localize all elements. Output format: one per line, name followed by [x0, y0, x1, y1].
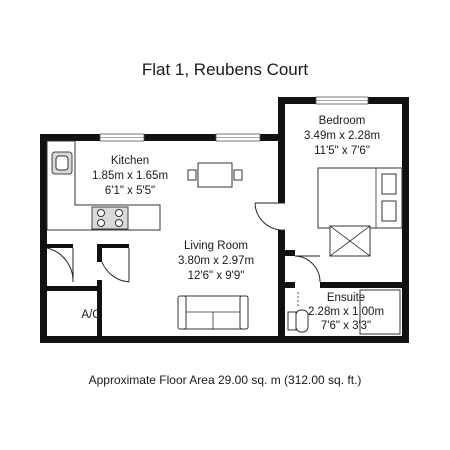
bed-icon	[317, 167, 403, 229]
table	[197, 162, 233, 188]
kitchen-fixtures	[46, 140, 161, 231]
kitchen-counter	[46, 140, 161, 231]
ensuite-imperial: 7'6" x 3'3"	[321, 320, 371, 332]
wall-ensuite-stub	[285, 250, 295, 256]
living-metric: 3.80m x 2.97m	[178, 255, 254, 267]
bedroom-imperial: 11'5" x 7'6"	[314, 145, 370, 157]
windows	[99, 96, 369, 142]
wall-bottom	[40, 336, 409, 343]
living-name: Living Room	[184, 240, 248, 252]
label-living-room: Living Room 3.80m x 2.97m 12'6" x 9'9"	[178, 240, 254, 282]
wall-ensuite-top-left	[285, 282, 295, 288]
plan-title: Flat 1, Reubens Court	[142, 60, 309, 79]
bedroom-metric: 3.49m x 2.28m	[304, 130, 380, 142]
dining-table-icon	[187, 162, 243, 188]
door-hall-right	[101, 248, 130, 283]
ensuite-metric: 2.28m x 1.00m	[308, 306, 384, 318]
door-hall-left	[46, 247, 74, 283]
ensuite-name: Ensuite	[327, 292, 365, 304]
wall-hall-left	[47, 244, 73, 248]
doors	[46, 202, 321, 283]
wall-bedroom-left	[278, 97, 285, 141]
wall-left	[40, 134, 47, 343]
label-kitchen: Kitchen 1.85m x 1.65m 6'1" x 5'5"	[92, 155, 168, 197]
kitchen-metric: 1.85m x 1.65m	[92, 170, 168, 182]
pillow-bottom	[381, 200, 397, 222]
label-ensuite: Ensuite 2.28m x 1.00m 7'6" x 3'3"	[308, 292, 384, 332]
wall-partition-upper	[278, 141, 285, 203]
chair-right	[233, 169, 243, 181]
door-ensuite	[294, 255, 321, 283]
wall-ac-right	[97, 280, 102, 336]
bedroom-name: Bedroom	[319, 115, 366, 127]
kitchen-name: Kitchen	[111, 155, 149, 167]
wall-hall-right	[97, 244, 129, 248]
ac-label: A/C	[81, 309, 100, 321]
wall-partition-lower	[278, 230, 285, 336]
wall-right	[402, 97, 409, 343]
cistern	[287, 311, 297, 331]
pillow-top	[381, 173, 397, 195]
hob-icon	[91, 206, 129, 230]
ensuite-fixtures	[287, 289, 401, 335]
sofa-icon	[177, 295, 249, 330]
wall-ac-right-upper	[97, 246, 102, 262]
door-bedroom	[254, 202, 286, 231]
label-bedroom: Bedroom 3.49m x 2.28m 11'5" x 7'6"	[304, 115, 380, 157]
cupboard-icon	[329, 225, 371, 257]
chair-left	[187, 169, 197, 181]
wall-ensuite-top	[320, 282, 402, 288]
living-imperial: 12'6" x 9'9"	[188, 270, 245, 282]
sink-bowl	[55, 155, 69, 171]
toilet-icon	[295, 309, 309, 333]
shower-tray	[359, 289, 401, 335]
wall-top	[40, 134, 285, 141]
wall-ac-top	[47, 286, 102, 291]
kitchen-imperial: 6'1" x 5'5"	[105, 185, 155, 197]
floor-area: Approximate Floor Area 29.00 sq. m (312.…	[89, 373, 362, 387]
